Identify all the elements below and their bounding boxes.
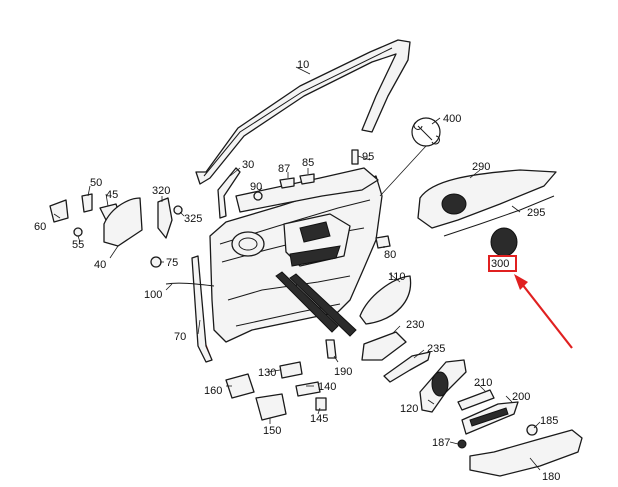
label-75: 75: [166, 257, 178, 269]
label-45: 45: [106, 189, 118, 201]
label-300: 300: [491, 258, 509, 270]
part-300-speaker-grille: [490, 227, 518, 257]
part-40-speaker-housing: [103, 197, 143, 247]
label-160: 160: [204, 385, 222, 397]
label-95: 95: [362, 151, 374, 163]
part-320-mount: [157, 197, 173, 239]
part-95-pin: [351, 149, 359, 165]
label-325: 325: [184, 213, 202, 225]
label-190: 190: [334, 366, 352, 378]
highlight-arrow-head: [514, 274, 528, 290]
part-80-clip: [375, 235, 391, 249]
label-187: 187: [432, 437, 450, 449]
label-320: 320: [152, 185, 170, 197]
label-295: 295: [527, 207, 545, 219]
part-400-tool-icon: [411, 117, 441, 147]
label-87: 87: [278, 163, 290, 175]
leader-lines: [53, 66, 541, 471]
part-labels: 10 400 30 87 85 95 90 290 295 300 80 110…: [34, 59, 560, 483]
part-75-plug: [150, 256, 162, 268]
part-50-clip: [81, 193, 93, 213]
label-235: 235: [427, 343, 445, 355]
part-110-reflector: [359, 275, 412, 325]
part-190-pin: [325, 339, 337, 359]
label-290: 290: [472, 161, 490, 173]
part-100-cable: [165, 282, 215, 287]
part-190-rod-b: [289, 273, 357, 337]
label-80: 80: [384, 249, 396, 261]
label-145: 145: [310, 413, 328, 425]
part-187-screw: [457, 439, 467, 449]
label-50: 50: [90, 177, 102, 189]
part-190-rod-a: [275, 271, 339, 333]
part-130-switch: [279, 361, 303, 379]
label-230: 230: [406, 319, 424, 331]
label-140: 140: [318, 381, 336, 393]
part-230-bracket: [361, 331, 407, 361]
part-87-clip: [279, 177, 295, 189]
label-400: 400: [443, 113, 461, 125]
door-panel: [209, 167, 383, 343]
part-140-button: [295, 381, 321, 397]
part-30-trim: [217, 167, 241, 219]
part-85-clip: [299, 173, 315, 185]
part-290-armrest-trim: [417, 169, 557, 229]
label-180: 180: [542, 471, 560, 483]
part-60-bracket: [49, 199, 69, 223]
part-55-screw: [73, 227, 83, 237]
label-100: 100: [144, 289, 162, 301]
highlight-arrow-shaft: [521, 283, 573, 349]
part-150-pocket: [255, 393, 287, 421]
part-145-clip: [315, 397, 327, 411]
label-110: 110: [388, 271, 406, 283]
highlight-box-300: [488, 255, 517, 272]
label-60: 60: [34, 221, 46, 233]
label-40: 40: [94, 259, 106, 271]
part-160-switch-block: [225, 373, 255, 399]
part-90-grommet: [253, 191, 263, 201]
label-120: 120: [400, 403, 418, 415]
part-180-bottom-trim: [469, 429, 583, 477]
label-55: 55: [72, 239, 84, 251]
part-210-switch: [457, 389, 495, 411]
label-30: 30: [242, 159, 254, 171]
label-130: 130: [258, 367, 276, 379]
part-10-window-strip: [195, 39, 411, 185]
label-10: 10: [297, 59, 309, 71]
label-150: 150: [263, 425, 281, 437]
label-70: 70: [174, 331, 186, 343]
label-85: 85: [302, 157, 314, 169]
part-295-strip: [443, 195, 555, 237]
part-235-curve-trim: [383, 351, 431, 383]
label-90: 90: [250, 181, 262, 193]
label-210: 210: [474, 377, 492, 389]
label-200: 200: [512, 391, 530, 403]
label-185: 185: [540, 415, 558, 427]
